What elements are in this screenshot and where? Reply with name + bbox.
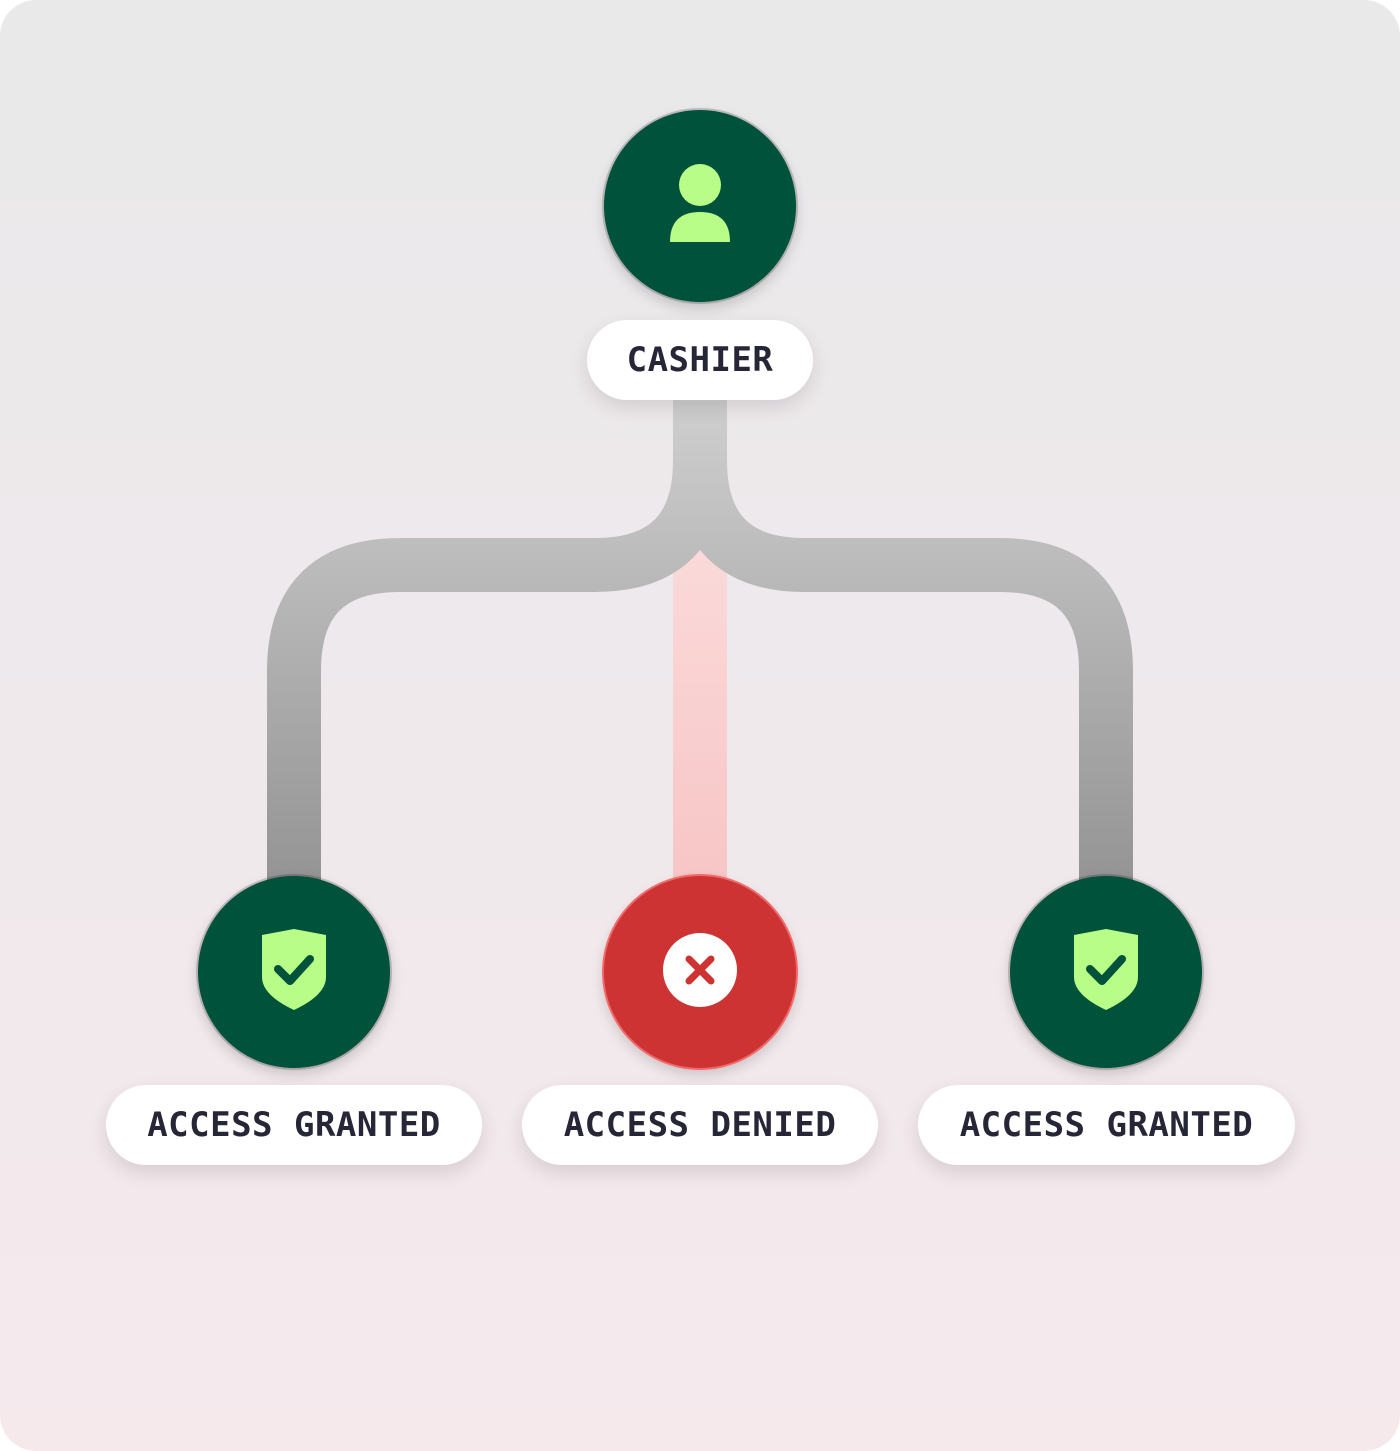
root-node [604, 110, 796, 302]
root-label: CASHIER [587, 320, 813, 400]
child-node-granted-left [198, 876, 390, 1068]
child-label-denied: ACCESS DENIED [522, 1085, 878, 1165]
child-label-granted-right: ACCESS GRANTED [918, 1085, 1295, 1165]
child-node-denied [604, 876, 796, 1068]
connector-denied [673, 548, 727, 888]
connector-right [673, 395, 1133, 890]
connector-left [267, 395, 727, 890]
child-label-granted-left: ACCESS GRANTED [106, 1085, 482, 1165]
child-node-granted-right [1010, 876, 1202, 1068]
x-circle-icon [663, 932, 737, 1012]
user-icon [668, 163, 732, 249]
shield-check-icon [1072, 928, 1140, 1016]
shield-check-icon [260, 928, 328, 1016]
